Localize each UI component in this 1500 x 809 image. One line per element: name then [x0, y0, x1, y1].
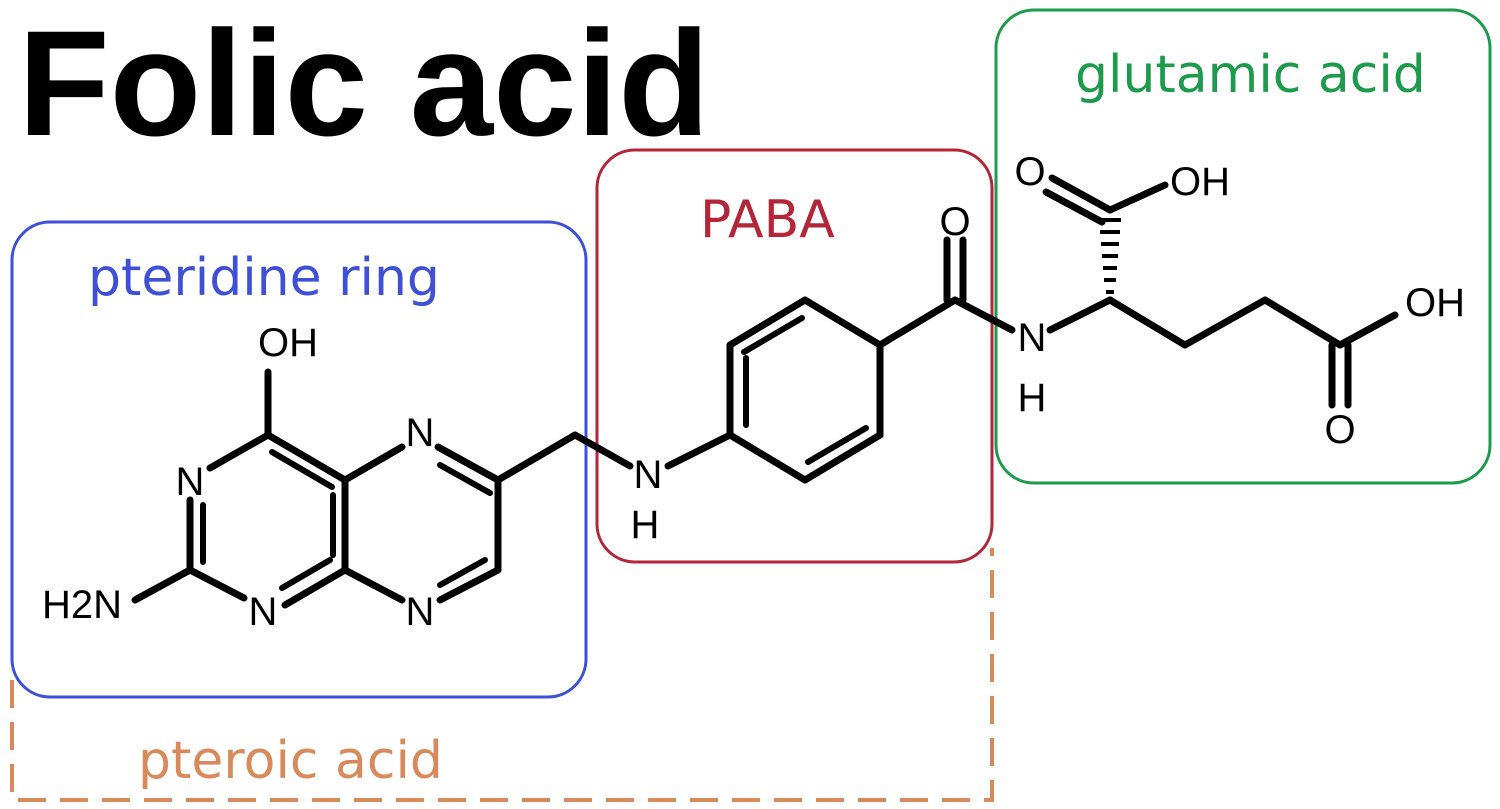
atom-n3: N [176, 460, 205, 504]
atom-n5: N [406, 411, 435, 455]
molecule-bonds [131, 174, 1399, 609]
atom-n10: N [634, 453, 663, 497]
atom-h-amide: H [1018, 376, 1047, 420]
atom-o-acid2: O [1324, 408, 1355, 452]
glutamic-acid-label: glutamic acid [1075, 45, 1426, 105]
paba-label: PABA [700, 190, 835, 250]
pteroic-acid-label: pteroic acid [138, 731, 443, 791]
atom-o-acid1: O [1014, 150, 1045, 194]
atom-h10: H [631, 503, 660, 547]
pteroic-acid-bracket [10, 548, 994, 802]
pteridine-ring-label: pteridine ring [88, 248, 440, 308]
paba-box [595, 148, 994, 564]
atom-oh-pteridine: OH [258, 321, 318, 365]
diagram-title: Folic acid [18, 0, 710, 167]
atom-n-amide: N [1018, 316, 1047, 360]
pteridine-ring-box [10, 220, 588, 699]
atom-n8: N [406, 590, 435, 634]
atom-o-amide: O [939, 200, 970, 244]
glutamic-acid-box [994, 8, 1492, 485]
atom-n1: N [249, 590, 278, 634]
atom-oh-acid1: OH [1170, 160, 1230, 204]
atom-oh-acid2: OH [1405, 281, 1465, 325]
atom-h2n: H2N [42, 583, 122, 627]
